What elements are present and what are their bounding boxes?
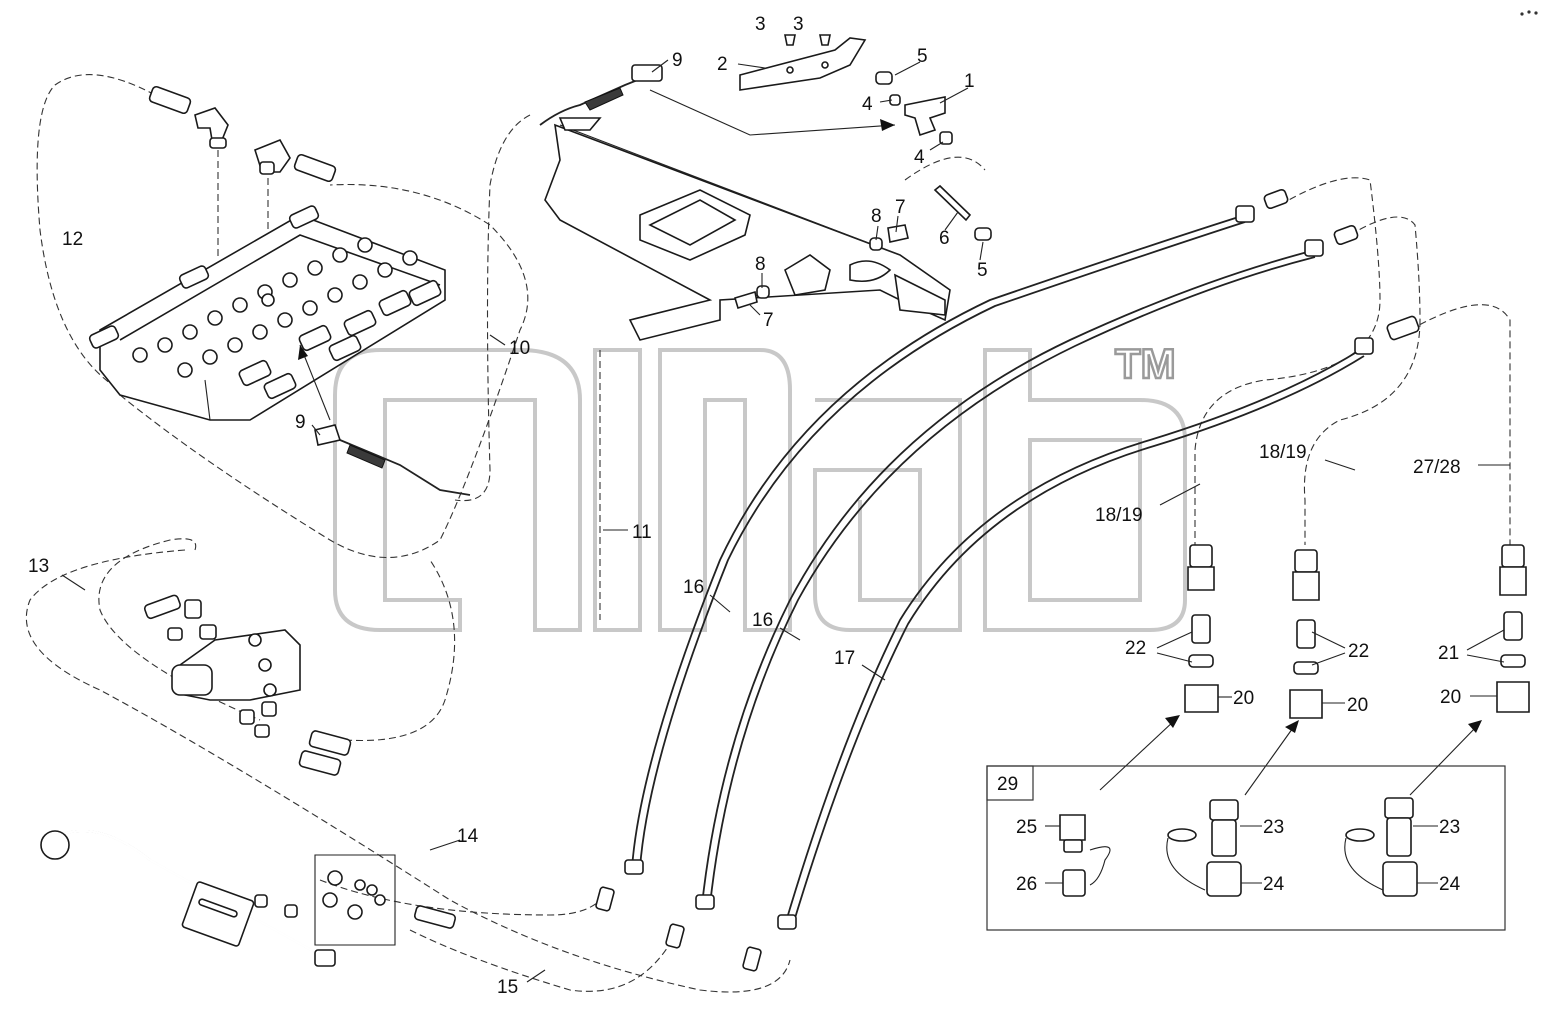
coupling-column-2 [1289,549,1323,719]
label-23a: 23 [1263,817,1284,838]
label-20c: 20 [1440,687,1461,708]
label-26: 26 [1016,874,1037,895]
valve-fittings [148,85,337,183]
label-9b: 9 [295,412,306,433]
label-29: 29 [997,774,1018,795]
label-4b: 4 [914,147,925,168]
label-8b: 8 [755,254,766,275]
plate-2 [739,34,867,91]
label-24a: 24 [1263,874,1285,895]
label-17: 17 [834,648,855,669]
label-18-19b: 18/19 [1259,442,1307,463]
label-13: 13 [28,556,49,577]
label-22a: 22 [1125,638,1146,659]
label-2: 2 [717,54,728,75]
label-4a: 4 [862,94,873,115]
label-14: 14 [457,826,479,847]
label-1: 1 [964,71,975,92]
watermark-logo: TM [333,339,1187,632]
label-18-19a: 18/19 [1095,505,1143,526]
cable-9-top [539,64,896,136]
selector-valve [143,594,352,776]
label-3a: 3 [755,14,766,35]
valve-spools [88,205,442,400]
callout-labels: 1 2 3 3 4 4 5 5 6 7 7 8 8 9 9 10 11 12 1… [28,14,1461,998]
coupling-column-3 [1496,544,1530,713]
label-5b: 5 [977,260,988,281]
label-6: 6 [939,228,950,249]
label-20a: 20 [1233,688,1254,709]
label-16a: 16 [683,577,704,598]
coupling-column-1 [1184,544,1219,713]
label-5a: 5 [917,46,928,67]
label-12: 12 [62,229,83,250]
label-10: 10 [509,338,530,359]
label-11: 11 [632,522,652,543]
label-23b: 23 [1439,817,1460,838]
cabin-panel [544,117,951,341]
corner-mark [1520,10,1538,16]
label-16b: 16 [752,610,773,631]
label-21: 21 [1438,643,1459,664]
label-7a: 7 [895,197,906,218]
valve-ports [132,237,418,378]
label-15: 15 [497,977,518,998]
label-8a: 8 [871,206,882,227]
label-27-28: 27/28 [1413,457,1461,478]
label-24b: 24 [1439,874,1461,895]
pipe-14 [40,829,336,967]
bracket-1 [734,71,992,310]
kit-box-29 [986,765,1506,931]
trademark-mark: TM [1115,340,1176,387]
leader-lines [61,59,1510,983]
label-22b: 22 [1348,641,1369,662]
fittings-panel [314,854,457,946]
cable-9-lower [298,344,471,496]
label-9a: 9 [672,50,683,71]
label-7b: 7 [763,310,774,331]
hoses-16-17 [595,188,1420,972]
control-valve [88,205,446,421]
label-25: 25 [1016,817,1037,838]
label-20b: 20 [1347,695,1368,716]
label-3b: 3 [793,14,804,35]
assembly-arrows [1099,715,1482,796]
